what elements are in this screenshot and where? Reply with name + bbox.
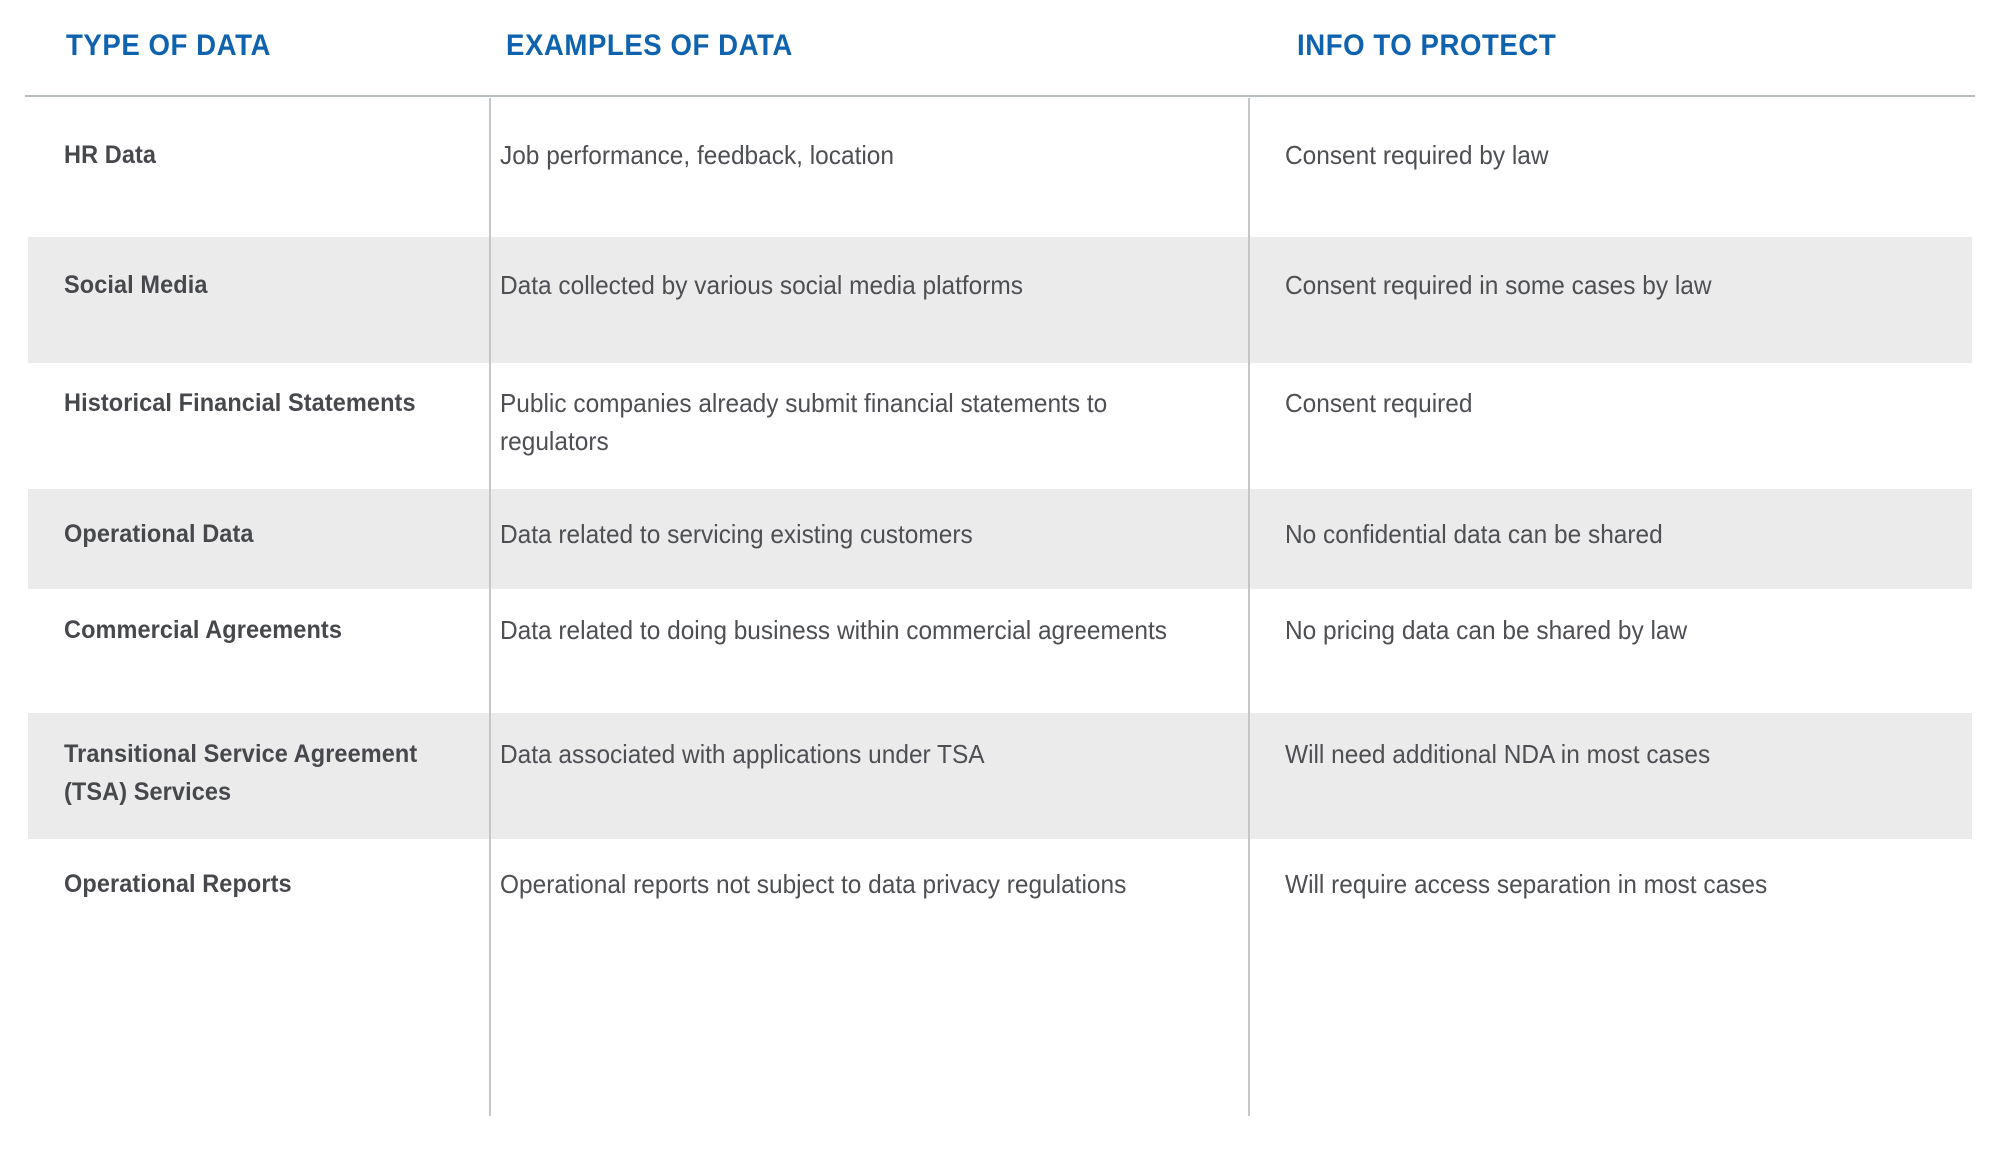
cell-type-of-data: HR Data xyxy=(64,141,157,169)
column-divider-1 xyxy=(489,98,491,1116)
table-body: HR Data Job performance, feedback, locat… xyxy=(0,98,2000,979)
table-row: Commercial Agreements Data related to do… xyxy=(0,589,2000,713)
row-background xyxy=(28,489,1972,589)
cell-type-of-data: Transitional Service Agreement (TSA) Ser… xyxy=(64,740,418,806)
cell-examples-of-data: Public companies already submit financia… xyxy=(500,388,1108,456)
cell-examples-of-data: Data related to doing business within co… xyxy=(500,615,1168,645)
header-divider-rule xyxy=(25,95,1975,97)
cell-type-of-data: Commercial Agreements xyxy=(64,616,342,644)
row-background xyxy=(28,363,1972,489)
row-background xyxy=(28,589,1972,713)
table-row: Social Media Data collected by various s… xyxy=(0,237,2000,363)
cell-info-to-protect: Will require access separation in most c… xyxy=(1285,869,1768,899)
table-row: Historical Financial Statements Public c… xyxy=(0,363,2000,489)
cell-info-to-protect: No confidential data can be shared xyxy=(1285,519,1663,549)
table-row: Operational Data Data related to servici… xyxy=(0,489,2000,589)
cell-type-of-data: Operational Reports xyxy=(64,870,292,898)
column-header-examples-of-data: EXAMPLES OF DATA xyxy=(506,29,793,62)
row-background xyxy=(28,839,1972,979)
cell-info-to-protect: Consent required in some cases by law xyxy=(1285,270,1712,300)
row-background xyxy=(28,98,1972,237)
table-row: HR Data Job performance, feedback, locat… xyxy=(0,98,2000,237)
column-header-info-to-protect: INFO TO PROTECT xyxy=(1297,29,1557,62)
cell-info-to-protect: Consent required xyxy=(1285,388,1473,418)
column-divider-2 xyxy=(1248,98,1250,1116)
table-row: Transitional Service Agreement (TSA) Ser… xyxy=(0,713,2000,839)
cell-examples-of-data: Job performance, feedback, location xyxy=(500,140,894,170)
cell-info-to-protect: Will need additional NDA in most cases xyxy=(1285,739,1711,769)
cell-examples-of-data: Operational reports not subject to data … xyxy=(500,869,1127,899)
cell-type-of-data: Historical Financial Statements xyxy=(64,389,416,417)
cell-examples-of-data: Data collected by various social media p… xyxy=(500,270,1023,300)
cell-type-of-data: Operational Data xyxy=(64,520,254,548)
cell-info-to-protect: Consent required by law xyxy=(1285,140,1549,170)
cell-type-of-data: Social Media xyxy=(64,271,208,299)
cell-examples-of-data: Data associated with applications under … xyxy=(500,739,985,769)
column-header-type-of-data: TYPE OF DATA xyxy=(66,29,271,62)
cell-examples-of-data: Data related to servicing existing custo… xyxy=(500,519,973,549)
row-background xyxy=(28,237,1972,363)
table-row: Operational Reports Operational reports … xyxy=(0,839,2000,979)
row-background xyxy=(28,713,1972,839)
cell-info-to-protect: No pricing data can be shared by law xyxy=(1285,615,1688,645)
table-header-row: TYPE OF DATA EXAMPLES OF DATA INFO TO PR… xyxy=(0,0,2000,96)
